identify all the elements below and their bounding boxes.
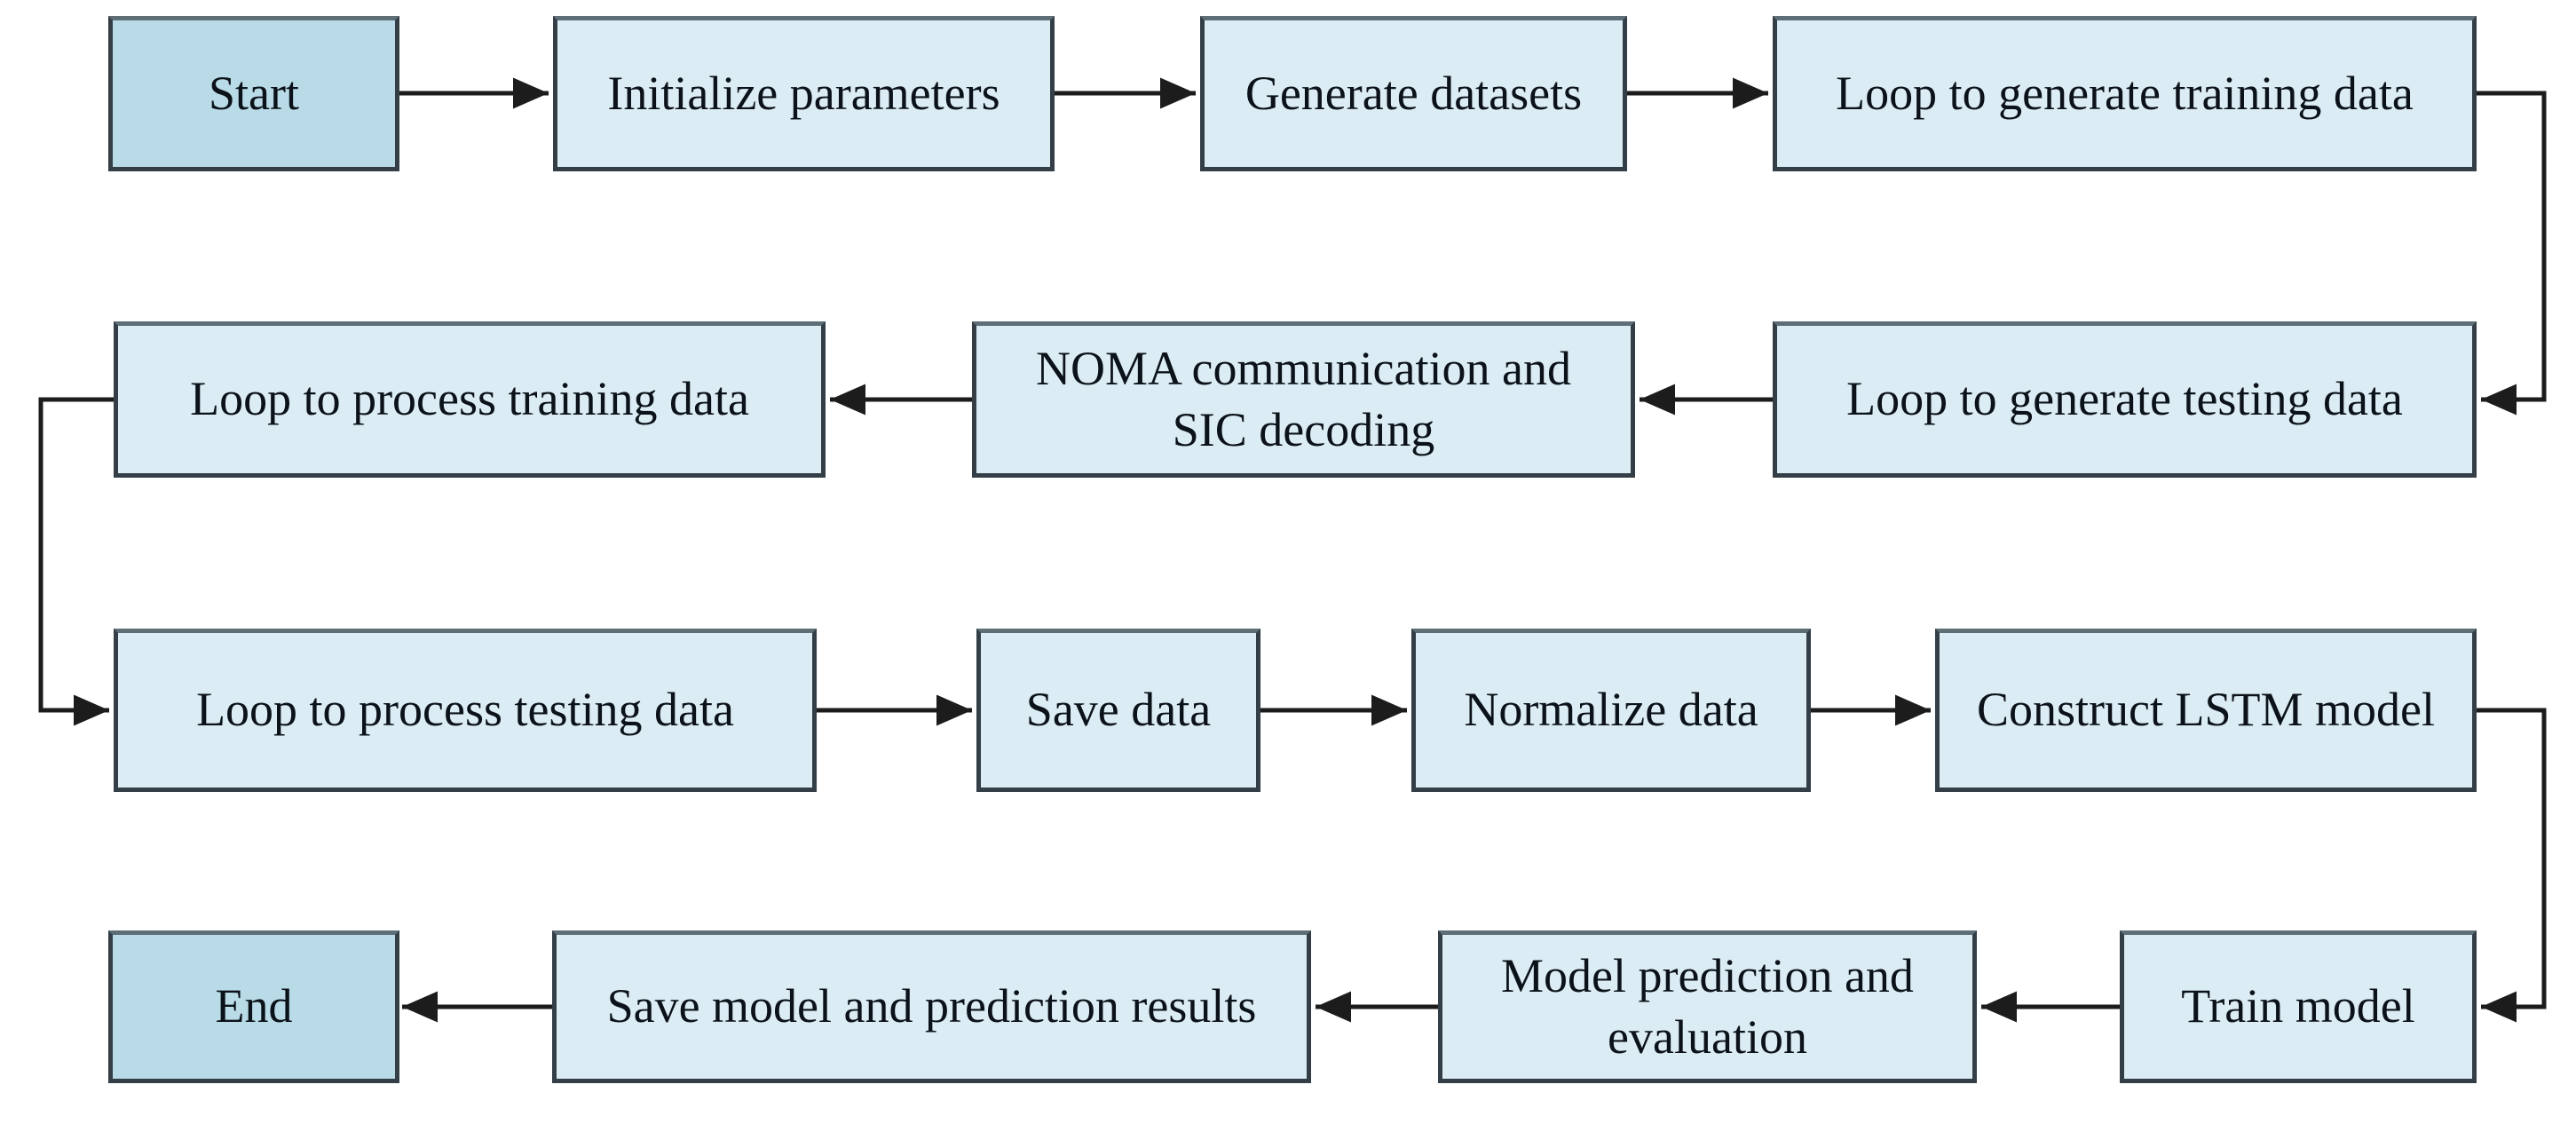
flow-node-loop-process-testing-data: Loop to process testing data (114, 629, 817, 792)
flow-node-label: Train model (2181, 979, 2415, 1033)
flow-node-loop-generate-training-data: Loop to generate training data (1773, 16, 2477, 171)
flow-node-label: NOMA communication and SIC decoding (1036, 341, 1571, 456)
flow-node-loop-process-training-data: Loop to process training data (114, 321, 826, 478)
flow-node-label: Generate datasets (1245, 66, 1583, 120)
flow-edge-loop-generate-training-to-loop-generate-testing (2477, 91, 2547, 416)
flow-node-normalize-data: Normalize data (1411, 629, 1811, 792)
flow-node-construct-lstm-model: Construct LSTM model (1935, 629, 2477, 792)
flow-node-save-data: Save data (976, 629, 1260, 792)
flow-node-generate-datasets: Generate datasets (1200, 16, 1627, 171)
flow-node-label: Model prediction and evaluation (1501, 948, 1914, 1064)
flow-node-label: Normalize data (1464, 683, 1758, 737)
flow-edge-loop-process-training-to-loop-process-testing (38, 397, 114, 726)
flow-node-label: Construct LSTM model (1977, 683, 2435, 737)
flow-node-label: Initialize parameters (607, 66, 1000, 120)
flow-node-label: Save data (1025, 683, 1212, 737)
flow-node-end: End (108, 930, 399, 1083)
flow-node-start: Start (108, 16, 399, 171)
flow-node-label: Loop to process training data (190, 372, 749, 426)
flow-node-loop-generate-testing-data: Loop to generate testing data (1773, 321, 2477, 478)
flow-edge-construct-lstm-to-train-model (2477, 708, 2547, 1023)
flow-node-save-model-prediction-results: Save model and prediction results (552, 930, 1311, 1083)
flow-node-train-model: Train model (2120, 930, 2477, 1083)
flow-node-label: Save model and prediction results (606, 979, 1257, 1033)
flow-node-noma-sic-decoding: NOMA communication and SIC decoding (972, 321, 1635, 478)
flow-node-model-prediction-evaluation: Model prediction and evaluation (1438, 930, 1977, 1083)
flow-node-initialize-parameters: Initialize parameters (553, 16, 1055, 171)
flow-node-label: Loop to generate training data (1836, 66, 2414, 120)
flow-node-label: End (215, 979, 293, 1033)
flow-node-label: Loop to generate testing data (1846, 372, 2403, 426)
flow-node-label: Start (209, 66, 299, 120)
flow-node-label: Loop to process testing data (196, 683, 734, 737)
